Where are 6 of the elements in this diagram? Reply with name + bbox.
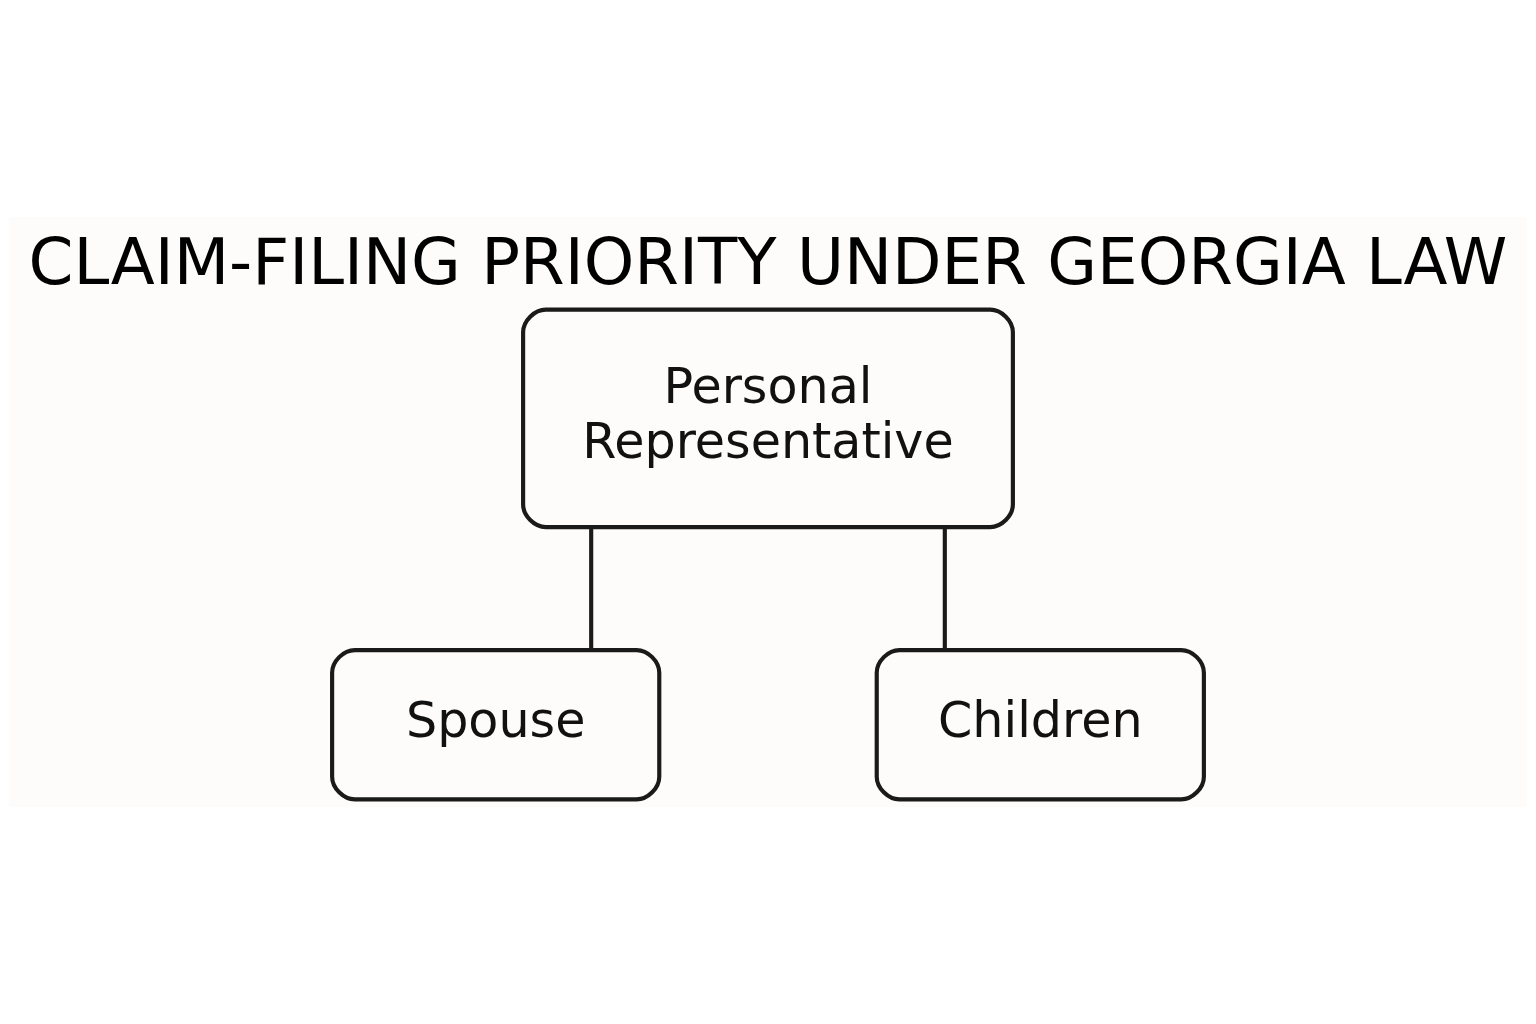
node-box: Spouse xyxy=(330,647,662,802)
connector xyxy=(589,527,594,650)
connector xyxy=(942,527,947,650)
diagram-title: CLAIM-FILING PRIORITY UNDER GEORGIA LAW xyxy=(28,223,1508,299)
node-box: Children xyxy=(874,647,1206,802)
node-box: Personal Representative xyxy=(521,307,1015,530)
